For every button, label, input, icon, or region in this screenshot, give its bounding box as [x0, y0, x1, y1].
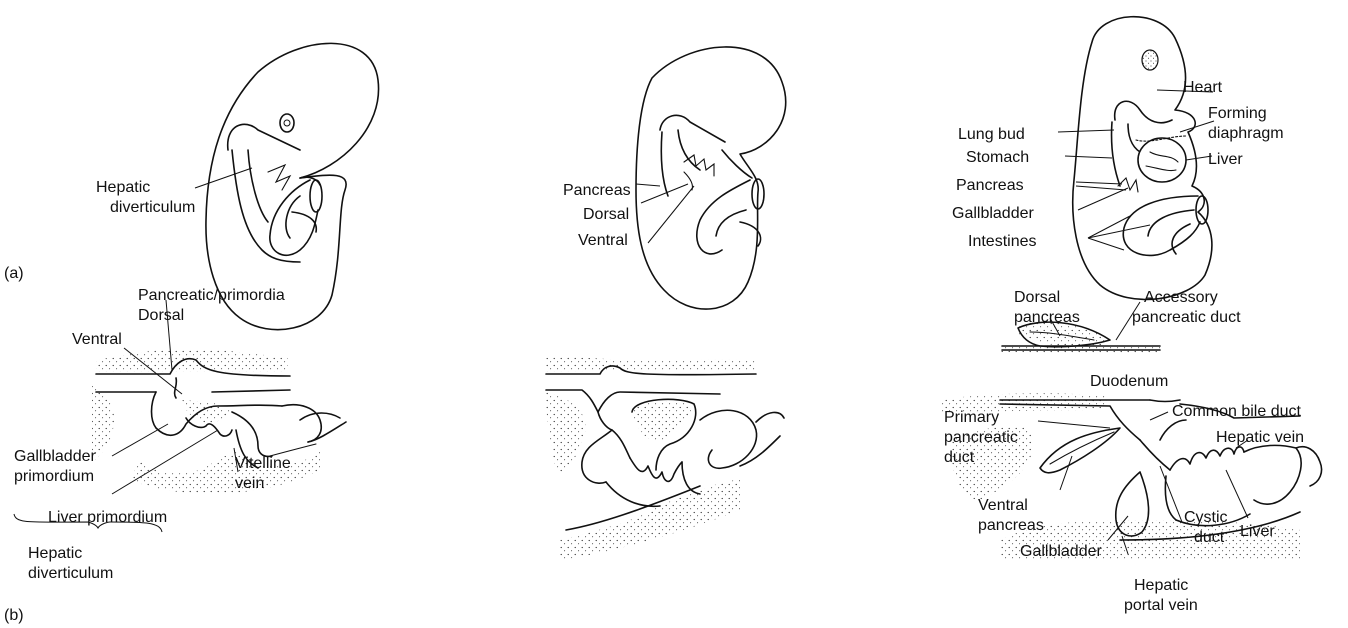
leader-hepatic-diverticulum-a: [195, 168, 252, 188]
label-gallbladder-b: Gallbladder: [1020, 543, 1103, 560]
leader-ventral-pancreas: [1060, 456, 1072, 490]
leader-intestines-2: [1088, 238, 1124, 250]
label-duodenum: Duodenum: [1090, 373, 1168, 390]
leader-ventral-mid: [648, 186, 694, 243]
embryo-stage-3-drawing: [1073, 17, 1212, 300]
label-heart: Heart: [1183, 79, 1223, 96]
label-intestines: Intestines: [968, 233, 1036, 250]
label-liver-a: Liver: [1208, 151, 1243, 168]
leader-gallbladder-a: [1078, 188, 1128, 210]
panel-label-a: (a): [4, 265, 24, 282]
label-liver-primordium: Liver primordium: [48, 509, 167, 526]
leader-pancreas-a2: [1076, 186, 1126, 190]
leader-liver-b: [1226, 470, 1248, 518]
label-lung-bud: Lung bud: [958, 126, 1025, 143]
label-hepatic-vein: Hepatic vein: [1216, 429, 1304, 446]
embryo-stage-2-drawing: [636, 47, 786, 309]
panel-label-b: (b): [4, 607, 24, 624]
leader-gallbladder-primordium: [112, 424, 168, 456]
leader-pancreas-a: [1076, 182, 1122, 184]
section-b-middle-drawing: [546, 357, 784, 560]
label-dorsal-mid: Dorsal: [583, 206, 629, 223]
leader-pancreas-mid: [636, 184, 660, 186]
leader-stomach: [1065, 156, 1112, 158]
leader-common-bile-duct: [1150, 412, 1168, 420]
label-ventral-b: Ventral: [72, 331, 122, 348]
label-pancreas-mid: Pancreas: [563, 182, 631, 199]
label-common-bile-duct: Common bile duct: [1172, 403, 1302, 420]
leader-primary-pancreatic-duct: [1038, 421, 1110, 428]
label-gallbladder-a: Gallbladder: [952, 205, 1035, 222]
label-stomach: Stomach: [966, 149, 1029, 166]
label-dorsal-b: Dorsal: [138, 307, 184, 324]
label-ventral-mid: Ventral: [578, 232, 628, 249]
leader-intestines-3: [1088, 225, 1150, 238]
section-b-left-drawing: [92, 349, 346, 494]
label-liver-b: Liver: [1240, 523, 1275, 540]
label-pancreas-a: Pancreas: [956, 177, 1024, 194]
leader-lung-bud: [1058, 130, 1114, 132]
label-pancreatic-primordia: Pancreatic/primordia: [138, 287, 285, 304]
